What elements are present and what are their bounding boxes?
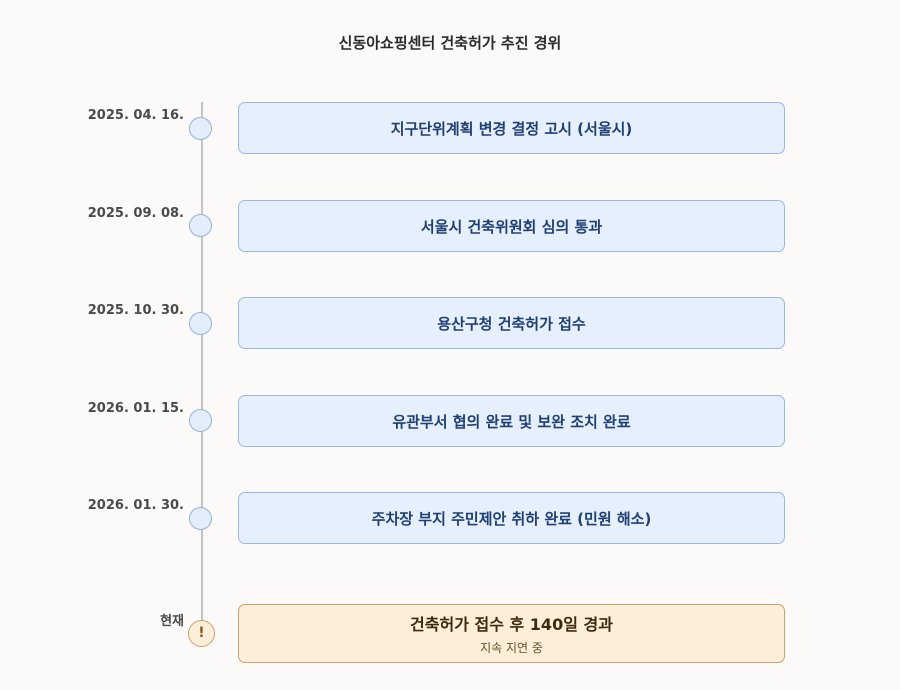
- timeline-node: [189, 117, 212, 140]
- event-date: 2026. 01. 30.: [87, 498, 184, 513]
- event-text: 유관부서 협의 완료 및 보완 조치 완료: [392, 412, 631, 431]
- current-status-box: 건축허가 접수 후 140일 경과 지속 지연 중: [238, 604, 785, 663]
- event-text: 용산구청 건축허가 접수: [437, 314, 586, 333]
- event-box: 지구단위계획 변경 결정 고시 (서울시): [238, 102, 785, 154]
- timeline-node: [189, 507, 212, 530]
- event-date: 2026. 01. 15.: [87, 401, 184, 416]
- diagram-title: 신동아쇼핑센터 건축허가 추진 경위: [338, 34, 562, 52]
- event-box: 서울시 건축위원회 심의 통과: [238, 200, 785, 252]
- current-label: 현재: [160, 614, 184, 629]
- warning-icon: !: [188, 620, 215, 647]
- event-box: 주차장 부지 주민제안 취하 완료 (민원 해소): [238, 492, 785, 544]
- timeline-line: [201, 102, 203, 620]
- event-text: 서울시 건축위원회 심의 통과: [420, 217, 603, 236]
- timeline-node: [189, 409, 212, 432]
- current-status-main: 건축허가 접수 후 140일 경과: [410, 615, 613, 634]
- event-date: 2025. 09. 08.: [87, 206, 184, 221]
- timeline-node: [189, 214, 212, 237]
- event-date: 2025. 04. 16.: [87, 108, 184, 123]
- event-box: 유관부서 협의 완료 및 보완 조치 완료: [238, 395, 785, 447]
- timeline-node: [189, 312, 212, 335]
- current-status-sub: 지속 지연 중: [480, 641, 543, 655]
- event-text: 지구단위계획 변경 결정 고시 (서울시): [390, 119, 633, 138]
- event-date: 2025. 10. 30.: [87, 303, 184, 318]
- event-box: 용산구청 건축허가 접수: [238, 297, 785, 349]
- event-text: 주차장 부지 주민제안 취하 완료 (민원 해소): [371, 509, 652, 528]
